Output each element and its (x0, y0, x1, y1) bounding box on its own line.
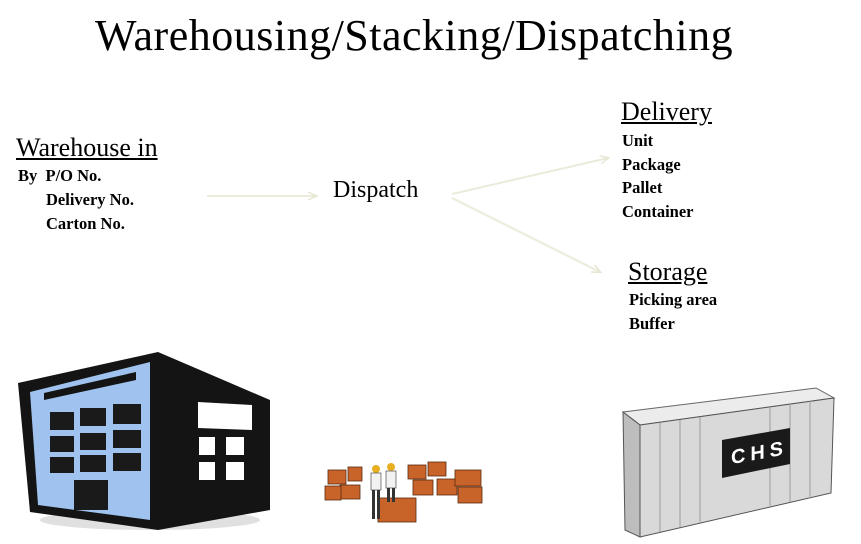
storage-item: Picking area (629, 290, 718, 309)
storage-heading: Storage (628, 257, 708, 286)
page-title: Warehousing/Stacking/Dispatching (95, 11, 734, 60)
warehouse-in-item: Carton No. (46, 214, 125, 233)
dispatch-label: Dispatch (333, 177, 419, 203)
delivery-item: Container (622, 202, 694, 221)
storage-item: Buffer (629, 314, 675, 333)
delivery-item: Unit (622, 131, 654, 150)
delivery-heading: Delivery (621, 97, 712, 126)
warehouse-in-item: By P/O No. (18, 166, 102, 185)
warehouse-in-heading: Warehouse in (16, 133, 158, 162)
delivery-item: Pallet (622, 178, 663, 197)
arrow-to-delivery (451, 158, 608, 195)
warehouse-in-item: Delivery No. (46, 190, 134, 209)
arrow-to-storage (451, 197, 600, 272)
delivery-item: Package (622, 155, 681, 174)
